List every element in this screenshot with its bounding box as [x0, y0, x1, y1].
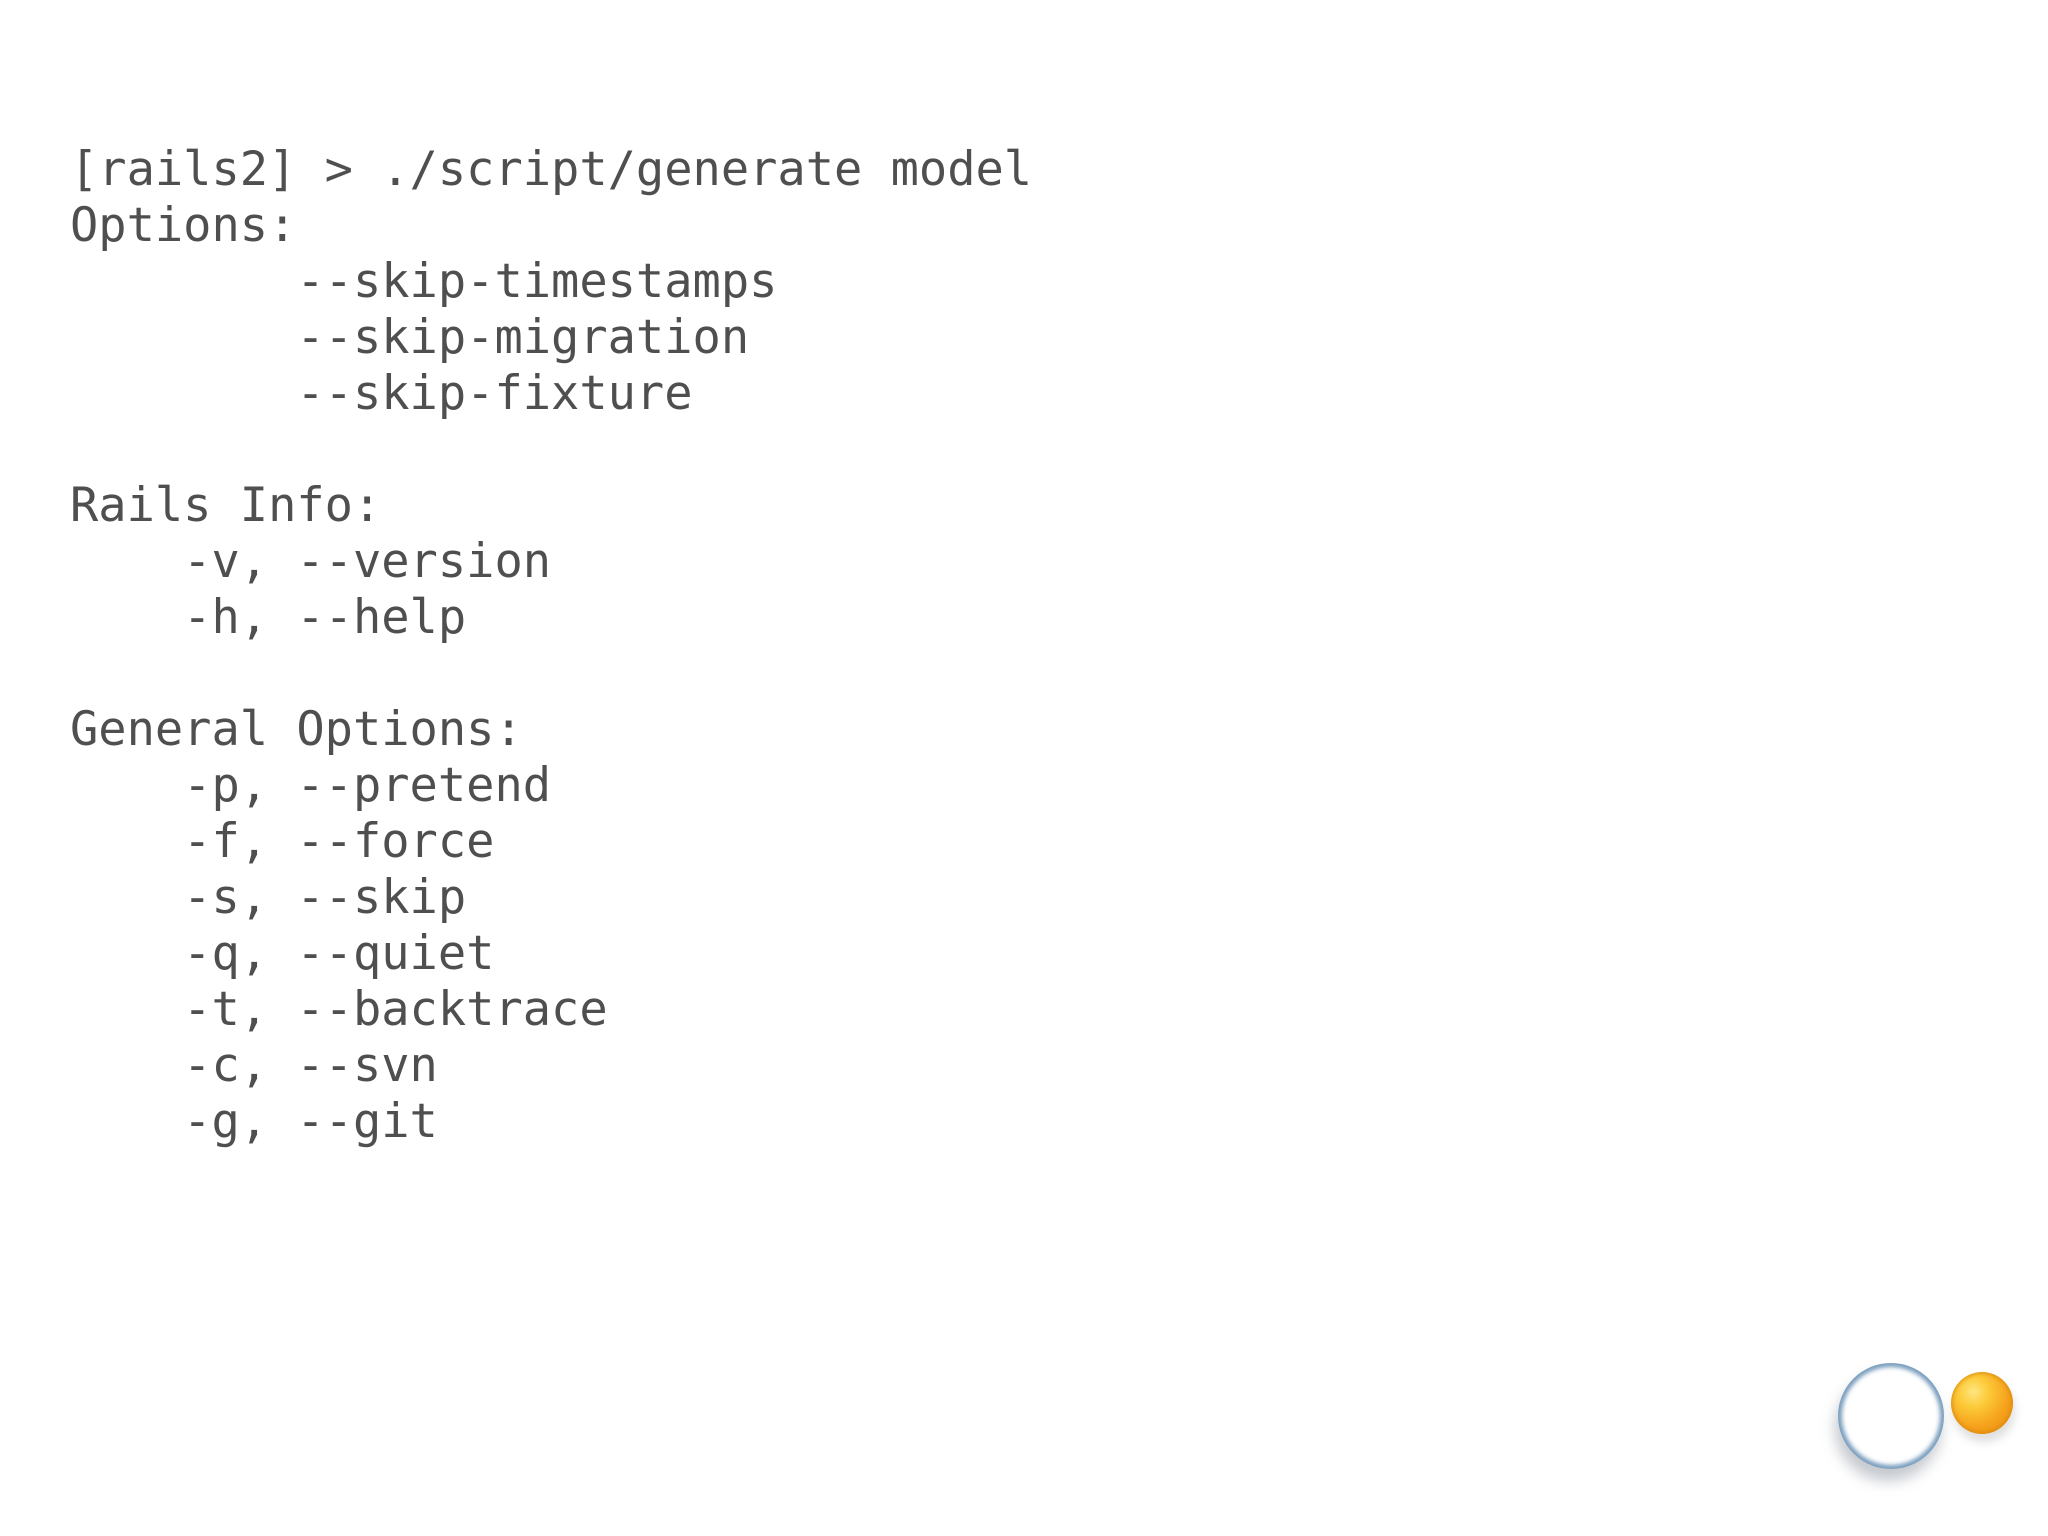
terminal-output-text: [rails2] > ./script/generate model Optio… — [70, 142, 1033, 1149]
orange-sphere-icon — [1951, 1372, 2013, 1434]
blue-sphere-icon — [1838, 1363, 1944, 1469]
